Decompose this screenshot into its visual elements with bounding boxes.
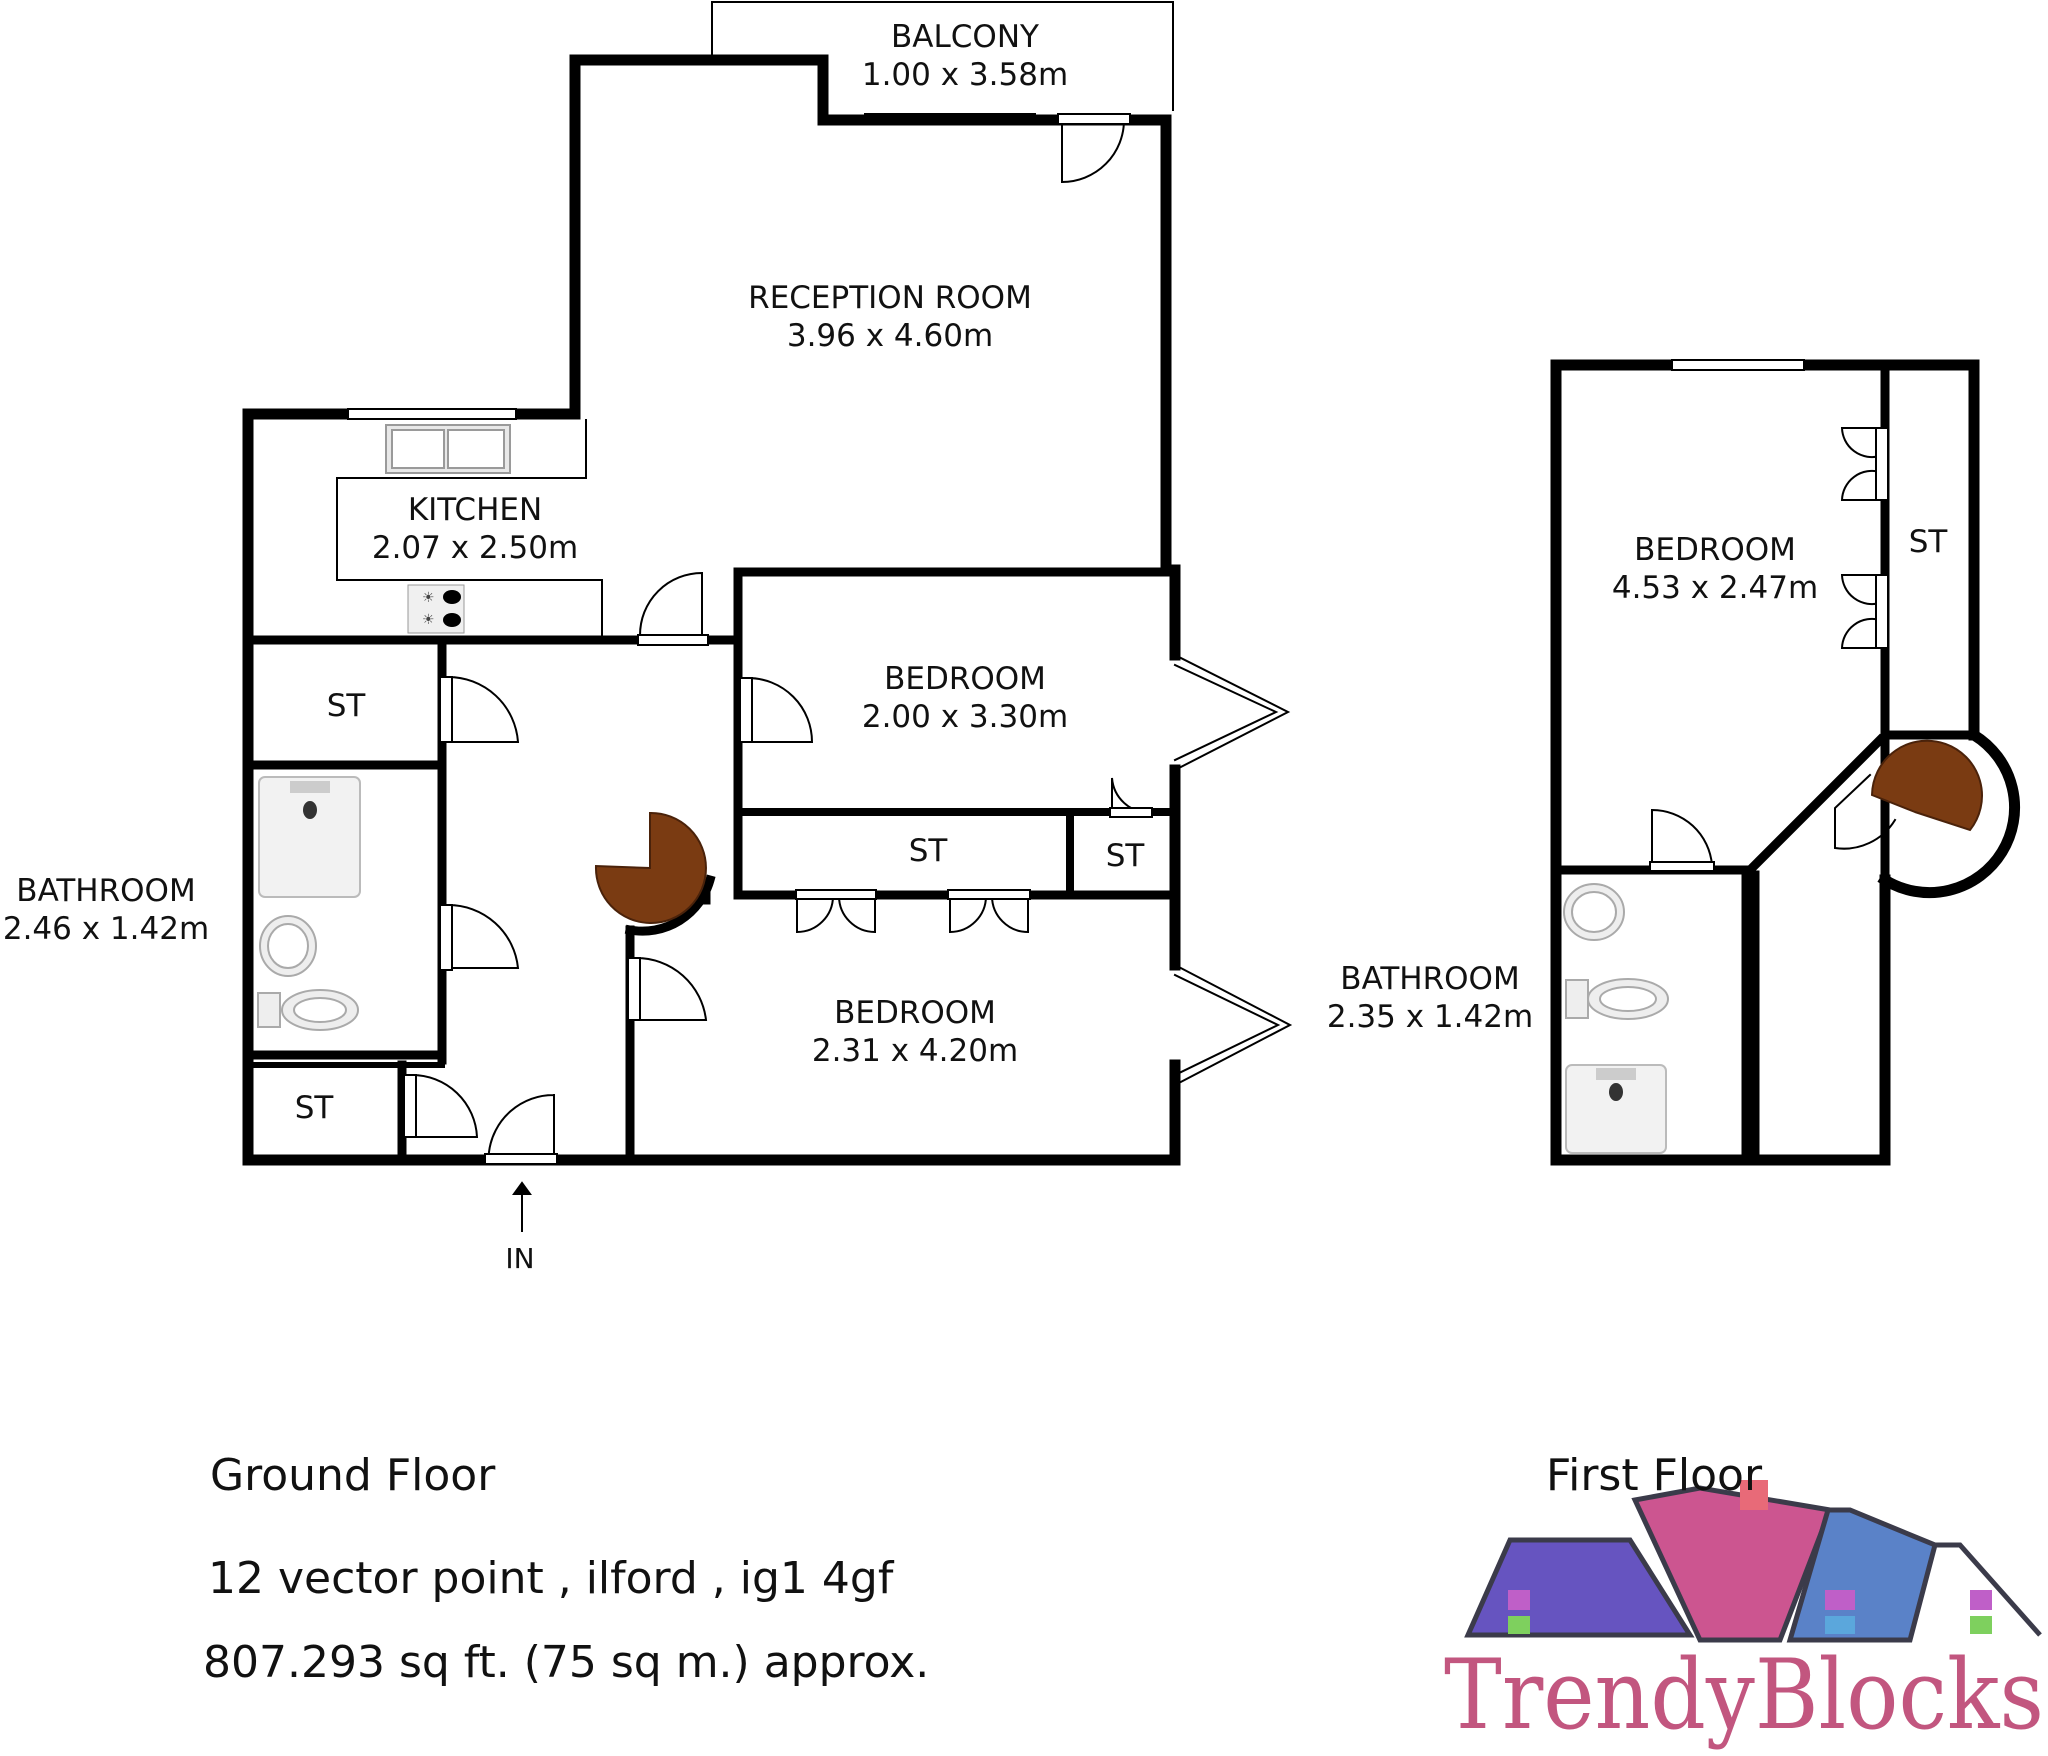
first-floor-stair-curve [1877, 727, 2021, 899]
ground-floor-caption: Ground Floor [210, 1450, 496, 1501]
bathroom-ground-name: BATHROOM [16, 873, 196, 909]
bath-shower-tray-icon [258, 776, 361, 898]
storage-label: ST [1908, 524, 1948, 560]
logo-roof-purple [1464, 1537, 1695, 1638]
bedroom1-label: BEDROOM 2.00 x 3.30m [830, 660, 1100, 736]
storage-label: ST [294, 1090, 334, 1126]
entrance-arrow-icon [512, 1181, 532, 1232]
balcony-name: BALCONY [891, 19, 1039, 55]
reception-room-name: RECEPTION ROOM [748, 280, 1032, 316]
property-area: 807.293 sq ft. (75 sq m.) approx. [203, 1637, 930, 1688]
entrance-label: IN [505, 1242, 535, 1275]
bedroom-first-dims: 4.53 x 2.47m [1611, 570, 1819, 606]
kitchen-dims: 2.07 x 2.50m [371, 530, 579, 566]
bathroom-first-label: BATHROOM 2.35 x 1.42m [1310, 960, 1550, 1036]
bedroom-first-label: BEDROOM 4.53 x 2.47m [1580, 531, 1850, 607]
balcony-label: BALCONY 1.00 x 3.58m [835, 18, 1095, 94]
bathroom-ground-label: BATHROOM 2.46 x 1.42m [0, 872, 212, 948]
door-swings-first [1649, 427, 1897, 872]
storage-label: ST [326, 688, 366, 724]
property-address: 12 vector point , ilford , ig1 4gf [208, 1553, 894, 1604]
bedroom1-dims: 2.00 x 3.30m [861, 699, 1069, 735]
first-floor-outer-wall-west [1550, 359, 1891, 1166]
spiral-stair-ground [594, 811, 707, 924]
logo-text: TrendyBlocks [1444, 1639, 2044, 1751]
storage-label: ST [1105, 838, 1145, 874]
logo-roof-pink [1631, 1485, 1834, 1643]
wall-stair-curve-ground [624, 874, 716, 936]
spiral-stair-first [1870, 739, 1983, 832]
bedroom-first-name: BEDROOM [1634, 532, 1796, 568]
svg-text:☀: ☀ [422, 590, 435, 606]
kitchen-label: KITCHEN 2.07 x 2.50m [340, 491, 610, 567]
balcony-outline [711, 1, 1174, 111]
hob-icon: ☀ ☀ [407, 584, 465, 634]
balcony-dims: 1.00 x 3.58m [861, 57, 1069, 93]
washbasin-icon [259, 915, 317, 977]
bedroom2-name: BEDROOM [834, 995, 996, 1031]
first-floor-shower-tray-icon [1565, 1064, 1667, 1154]
bathroom-first-name: BATHROOM [1340, 961, 1520, 997]
bedroom1-name: BEDROOM [884, 661, 1046, 697]
reception-room-label: RECEPTION ROOM 3.96 x 4.60m [700, 279, 1080, 355]
kitchen-sink-icon [385, 424, 511, 474]
bedroom2-dims: 2.31 x 4.20m [811, 1033, 1019, 1069]
toilet-icon [257, 989, 359, 1031]
kitchen-name: KITCHEN [407, 492, 543, 528]
first-floor-caption: First Floor [1546, 1450, 1763, 1501]
reception-room-dims: 3.96 x 4.60m [786, 318, 994, 354]
first-floor-washbasin-icon [1563, 883, 1625, 941]
svg-text:☀: ☀ [422, 612, 435, 628]
first-floor-toilet-icon [1565, 978, 1669, 1020]
bathroom-ground-dims: 2.46 x 1.42m [2, 911, 210, 947]
trendyblocks-logo: TrendyBlocks [1444, 1480, 2044, 1751]
balcony-window [864, 113, 1036, 123]
bedroom2-label: BEDROOM 2.31 x 4.20m [780, 994, 1050, 1070]
storage-label: ST [908, 833, 948, 869]
door-swings-ground [403, 113, 1293, 1154]
kitchen-counter [336, 419, 603, 641]
first-floor-landing-left [1743, 733, 1887, 877]
bathroom-first-dims: 2.35 x 1.42m [1326, 999, 1534, 1035]
